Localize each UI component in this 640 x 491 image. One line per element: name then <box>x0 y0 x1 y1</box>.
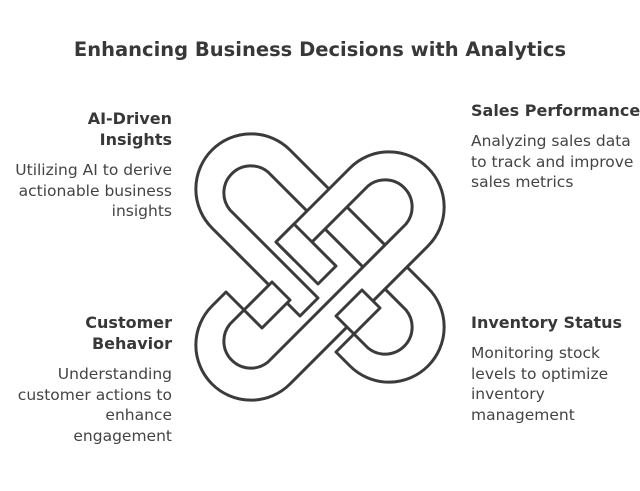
knot-loop-top-right <box>194 150 446 402</box>
heading-inventory-status: Inventory Status <box>471 313 623 332</box>
knot-crossing-right <box>334 288 382 336</box>
diagram-title: Enhancing Business Decisions with Analyt… <box>73 38 567 61</box>
heading-sales-performance: Sales Performance <box>471 101 640 120</box>
text-customer-behavior: Understanding customer actions to enhanc… <box>17 365 172 445</box>
block-inventory-status: Inventory Status Monitoring stock levels… <box>471 312 640 425</box>
knot-shape <box>194 132 446 402</box>
text-inventory-status: Monitoring stock levels to optimize inve… <box>471 344 609 424</box>
block-customer-behavior: Customer Behavior Understanding customer… <box>2 312 172 446</box>
heading-ai-driven-insights: AI-Driven Insights <box>87 109 172 149</box>
text-ai-driven-insights: Utilizing AI to derive actionable busine… <box>15 161 172 220</box>
block-ai-driven-insights: AI-Driven Insights Utilizing AI to deriv… <box>2 108 172 222</box>
knot-crossing-center <box>274 222 338 286</box>
heading-customer-behavior: Customer Behavior <box>85 313 172 353</box>
knot-crossing-left <box>242 280 292 330</box>
text-sales-performance: Analyzing sales data to track and improv… <box>471 132 634 191</box>
block-sales-performance: Sales Performance Analyzing sales data t… <box>471 100 640 193</box>
